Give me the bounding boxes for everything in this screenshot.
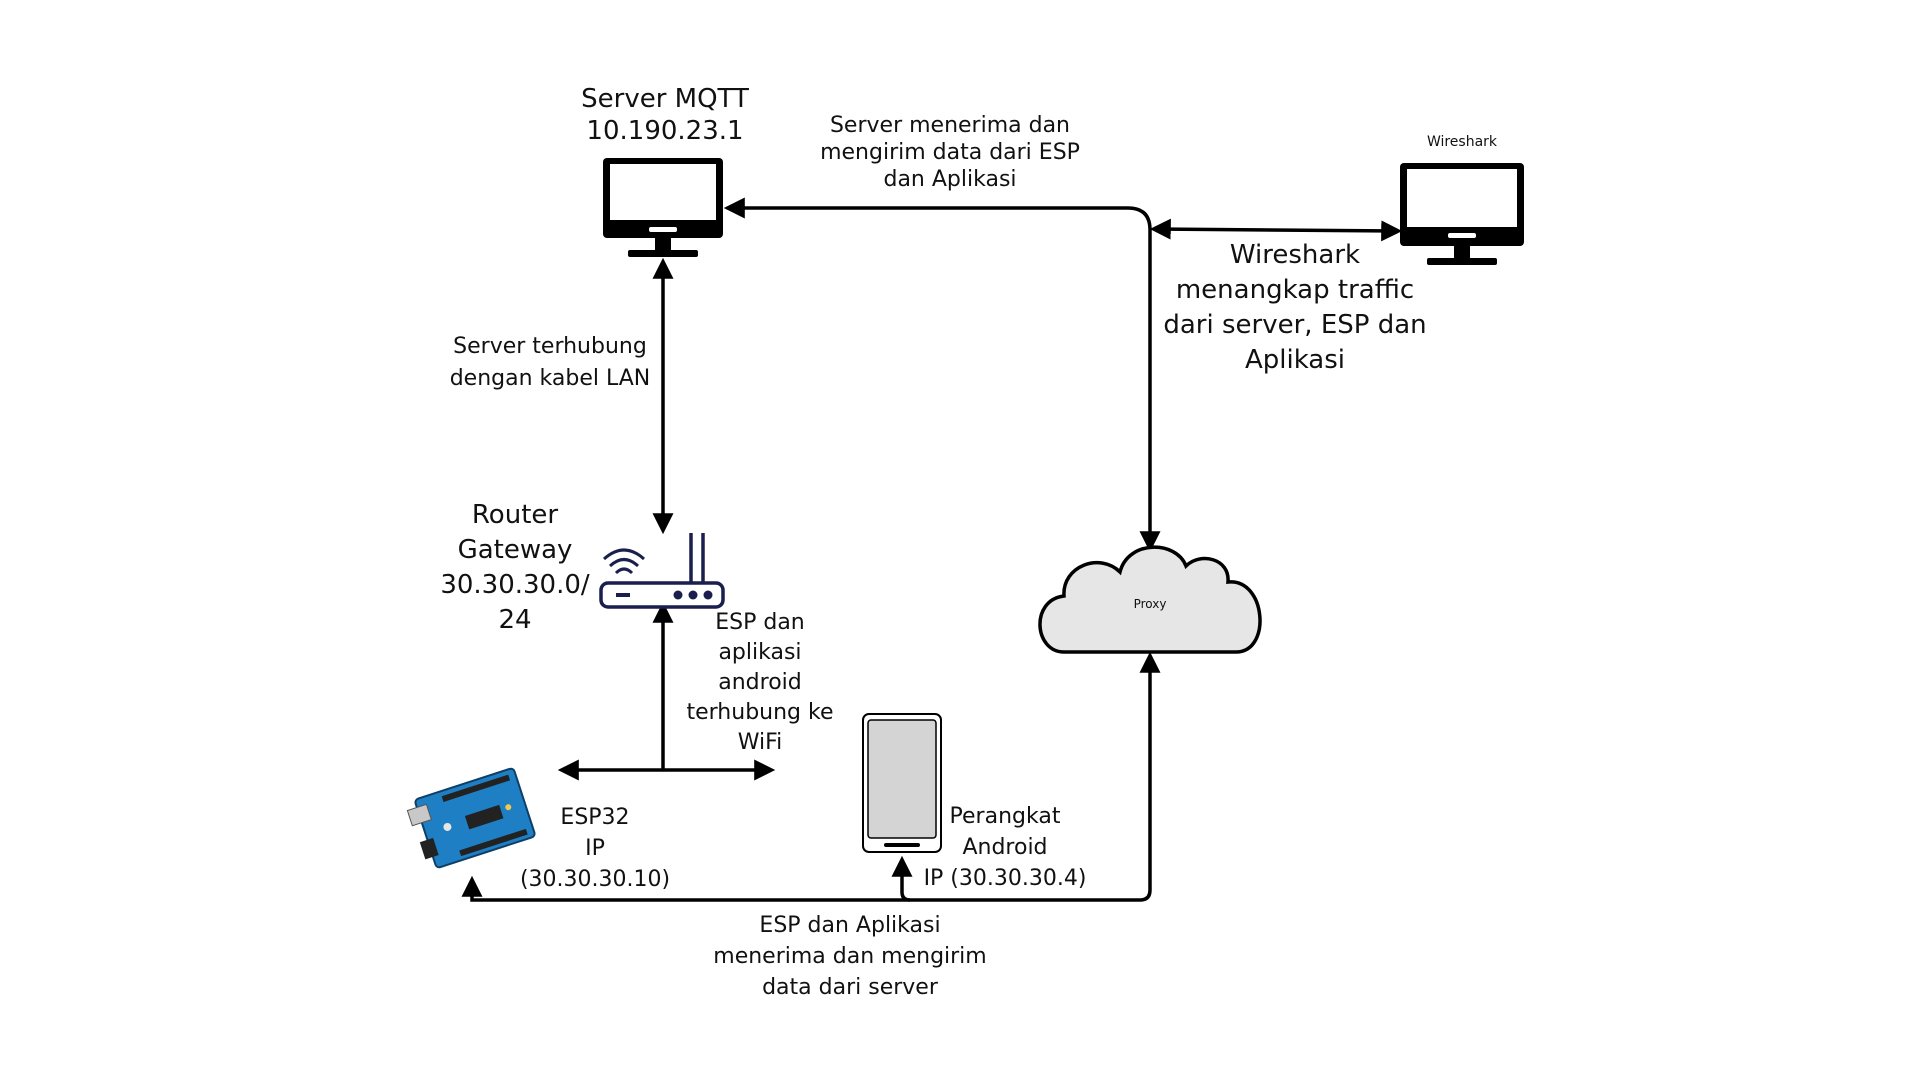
edge-wireshark-label: Wireshark menangkap traffic dari server,… (1163, 240, 1427, 375)
edge-server-proxy (723, 197, 1161, 553)
connections (461, 197, 1403, 902)
proxy-label: Proxy (1133, 597, 1167, 611)
server-ip: 10.190.23.1 (586, 115, 744, 146)
smartphone-icon (862, 713, 942, 853)
android-label: Perangkat Android IP (30.30.30.4) (923, 804, 1087, 891)
router-icon (599, 533, 725, 609)
edge-router-devices-label: ESP dan aplikasi android terhubung ke Wi… (686, 610, 834, 755)
esp32-label: ESP32 IP (30.30.30.10) (519, 805, 671, 892)
wireshark-pc-title: Wireshark (1426, 134, 1498, 150)
microcontroller-board-icon (406, 767, 536, 869)
wireshark-pc-label: Wireshark (1400, 134, 1524, 151)
edge-server-router-label: Server terhubung dengan kabel LAN (449, 334, 651, 391)
edge-proxy-android (891, 855, 913, 902)
wireshark-monitor-icon (1400, 163, 1524, 265)
router-label: Router Gateway 30.30.30.0/ 24 (440, 500, 590, 635)
edge-server-proxy-label: Server menerima dan mengirim data dari E… (820, 113, 1080, 192)
cloud-icon (1038, 545, 1262, 654)
edge-proxy-devices (461, 651, 1161, 902)
edge-proxy-devices-label: ESP dan Aplikasi menerima dan mengirim d… (713, 913, 987, 1000)
server-label: Server MQTT 10.190.23.1 (560, 84, 770, 147)
server-title: Server MQTT (581, 84, 749, 114)
edge-wireshark (1149, 218, 1403, 242)
server-monitor-icon (603, 158, 723, 257)
